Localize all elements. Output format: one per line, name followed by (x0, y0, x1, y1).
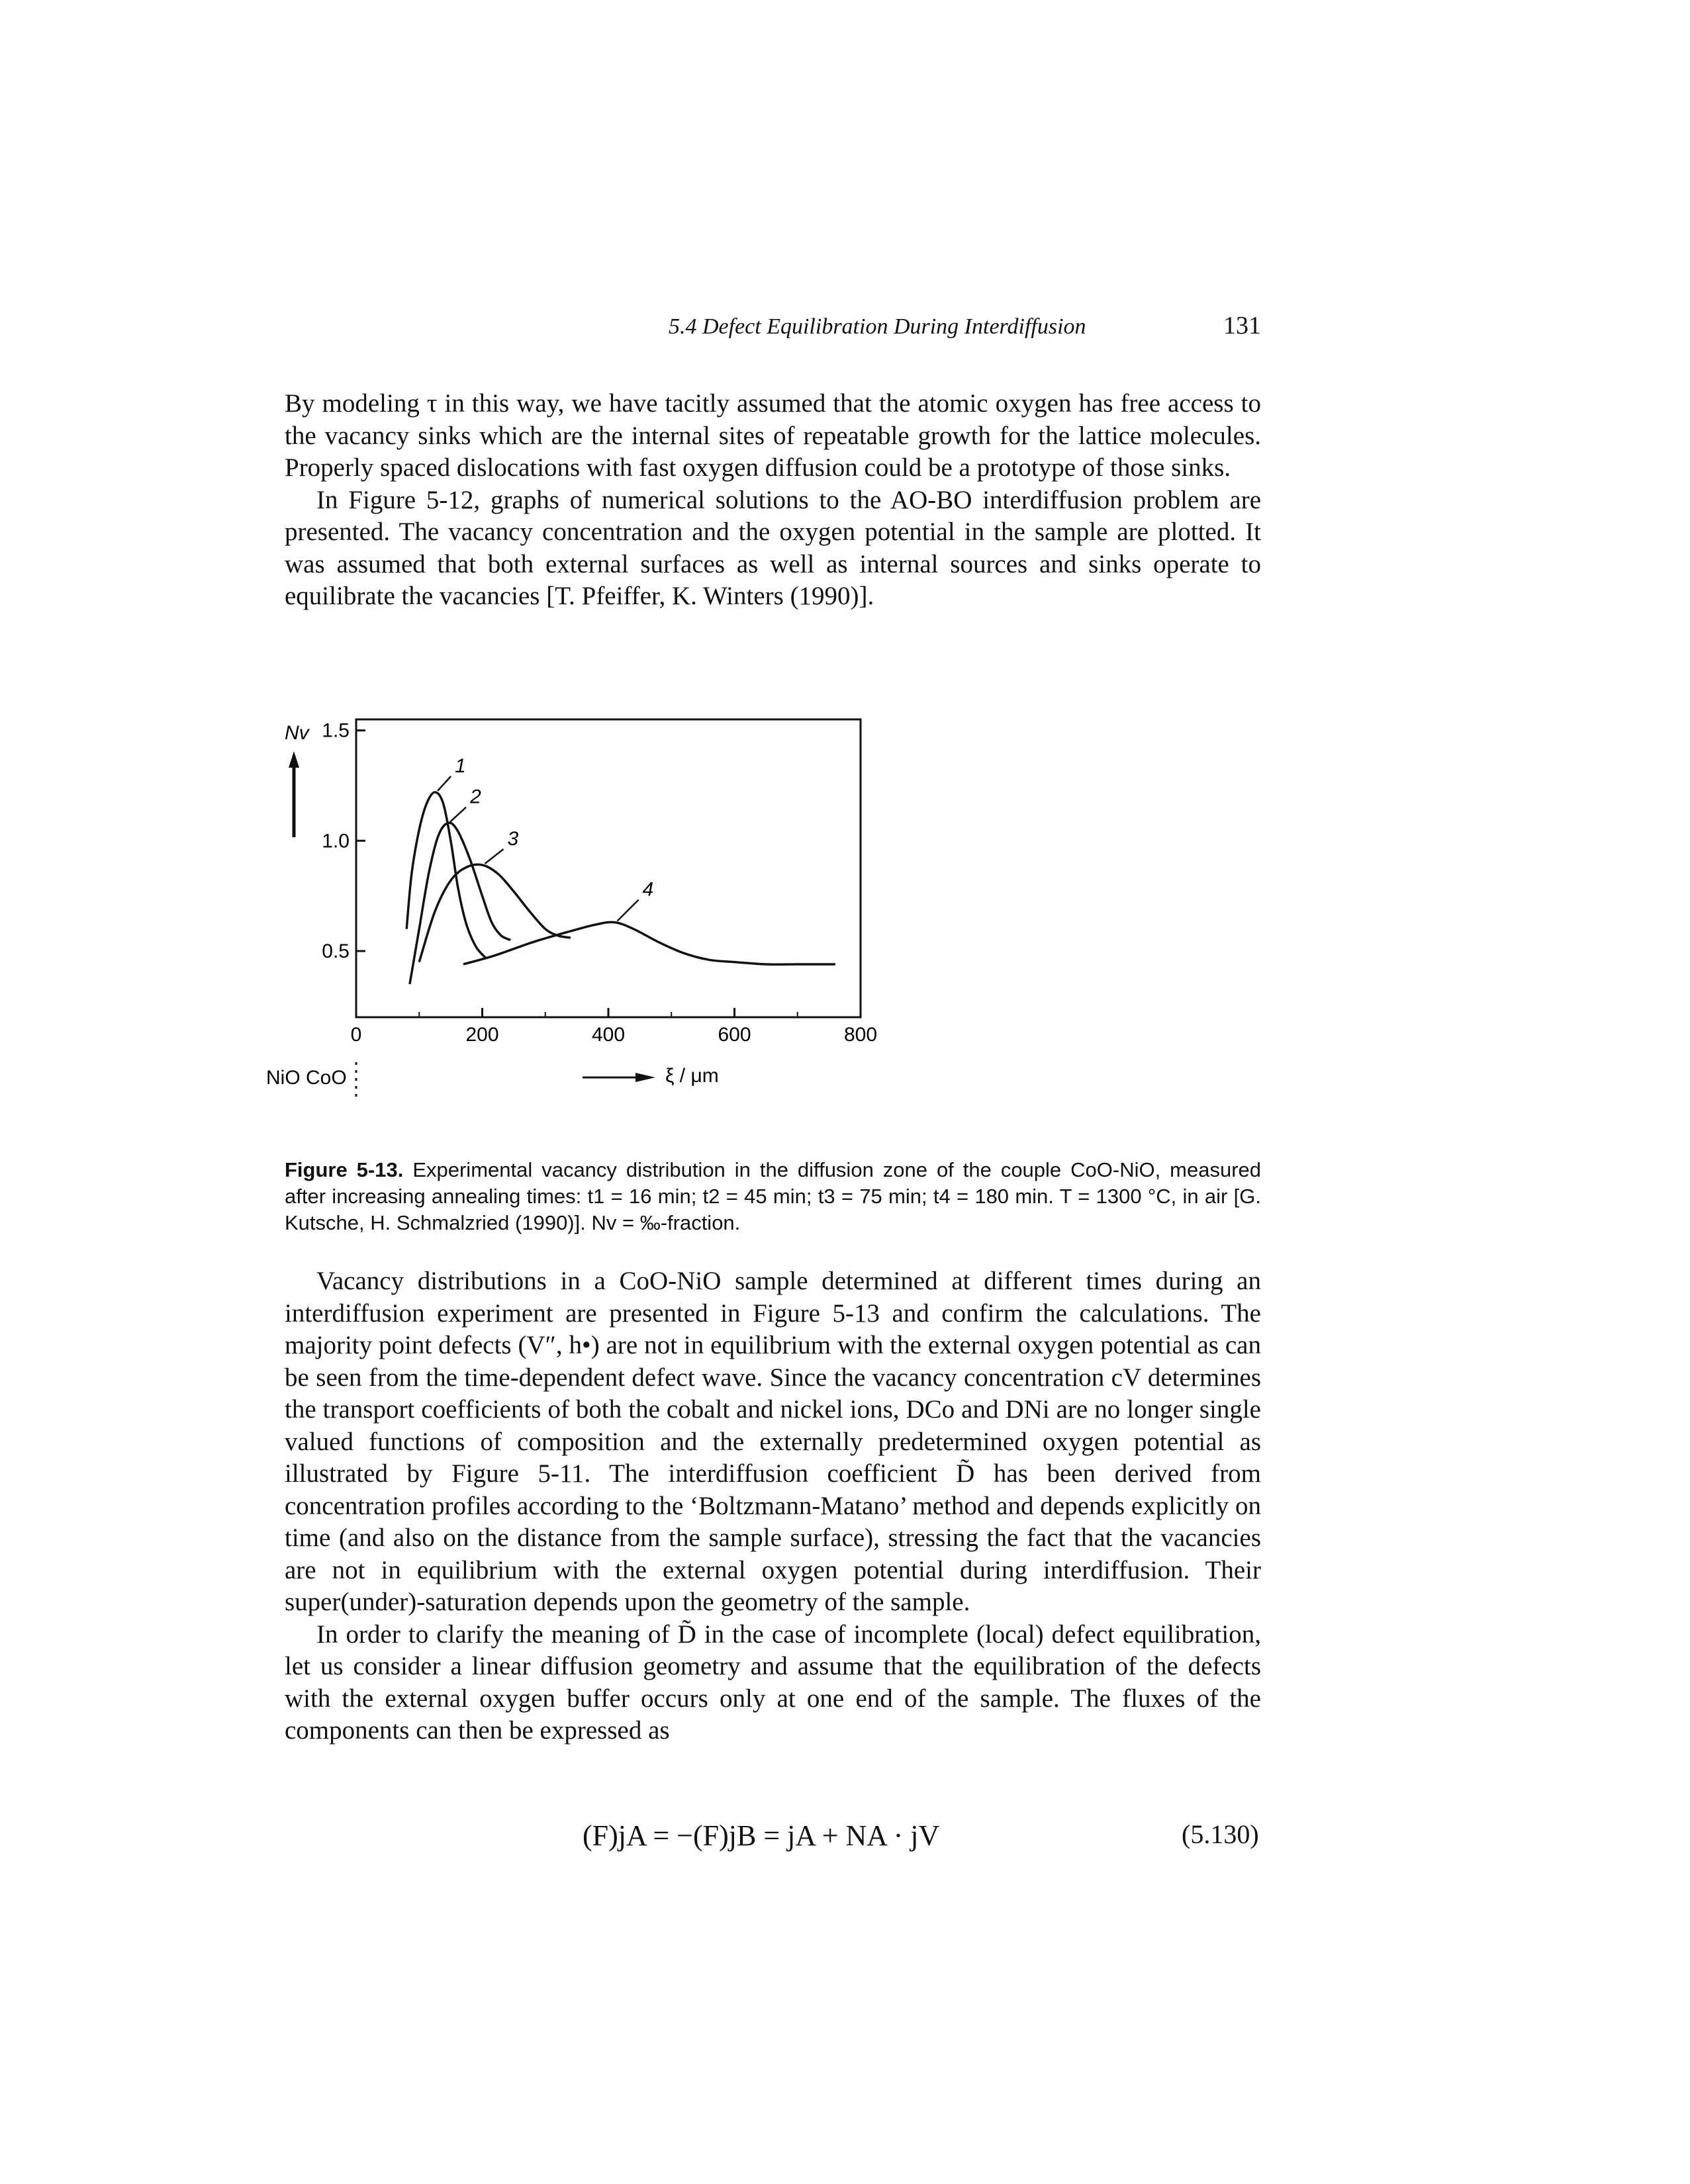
nio-label: NiO (266, 1067, 301, 1089)
x-tick-label: 600 (718, 1024, 751, 1046)
paragraph-2: In Figure 5-12, graphs of numerical solu… (285, 485, 1261, 611)
y-axis-arrow (289, 751, 299, 837)
x-axis-arrow (583, 1073, 655, 1082)
x-axis-label: ξ / μm (665, 1065, 719, 1087)
curve-label: 1 (455, 755, 466, 777)
equation-number: (5.130) (1182, 1819, 1259, 1849)
x-tick-label: 0 (351, 1024, 362, 1046)
coo-label: CoO (306, 1067, 347, 1089)
axis-ticks (355, 729, 862, 1017)
curve-2 (408, 821, 512, 985)
curve-label-leader (616, 899, 639, 922)
paragraph-4: In order to clarify the meaning of D̃ in… (285, 1619, 1261, 1745)
paragraph-3: Vacancy distributions in a CoO-NiO sampl… (285, 1267, 1261, 1616)
caption-label: Figure 5-13. (285, 1158, 404, 1181)
figure-caption: Figure 5-13. Experimental vacancy distri… (285, 1157, 1261, 1236)
running-header: 5.4 Defect Equilibration During Interdif… (669, 311, 1261, 340)
curve-label: 2 (469, 786, 481, 808)
curve-3 (418, 863, 571, 963)
caption-text: Experimental vacancy distribution in the… (285, 1158, 1261, 1234)
curve-label: 4 (643, 879, 654, 901)
curve-label: 3 (508, 828, 519, 850)
plot-border (355, 718, 862, 1019)
curve-label-leader (437, 776, 451, 792)
top-text-block: By modeling τ in this way, we have tacit… (285, 388, 1261, 613)
data-curves (405, 776, 835, 985)
equation-5-130: (F)jA = −(F)jB = jA + NA · jV (583, 1819, 940, 1852)
curve-1 (405, 791, 487, 959)
curve-label-leader (484, 848, 504, 864)
bottom-text-block: Vacancy distributions in a CoO-NiO sampl… (285, 1265, 1261, 1747)
y-axis-label: Nv (285, 722, 310, 744)
curve-label-leader (449, 806, 467, 823)
x-tick-label: 200 (465, 1024, 498, 1046)
section-title: 5.4 Defect Equilibration During Interdif… (669, 314, 1086, 339)
x-tick-label: 800 (844, 1024, 877, 1046)
tick-labels: 0 200 400 600 800 0.5 1.0 1.5 12 3 4 (322, 720, 877, 1046)
y-tick-label: 0.5 (322, 940, 350, 962)
y-tick-label: 1.5 (322, 720, 350, 742)
y-tick-label: 1.0 (322, 830, 350, 852)
x-tick-label: 400 (592, 1024, 625, 1046)
page-number: 131 (1223, 312, 1261, 340)
vacancy-distribution-chart: 0 200 400 600 800 0.5 1.0 1.5 12 3 4 Nv NiO CoO ξ … (266, 718, 877, 1102)
paragraph-1: By modeling τ in this way, we have tacit… (285, 389, 1261, 482)
curve-4 (463, 921, 835, 966)
plot-frame (355, 718, 862, 1019)
